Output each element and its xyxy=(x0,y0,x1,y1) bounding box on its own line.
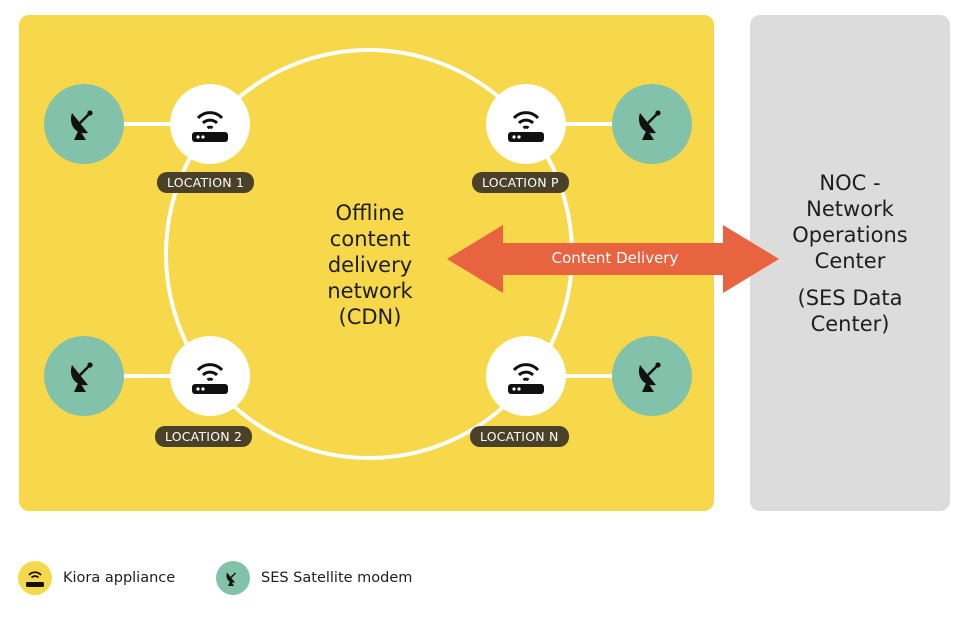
router-icon xyxy=(18,561,52,595)
content-delivery-label: Content Delivery xyxy=(551,249,679,267)
satellite-dish-icon xyxy=(70,362,93,392)
router-icon xyxy=(192,363,228,394)
location-label: LOCATION P xyxy=(472,172,569,193)
satellite-modem-location-n xyxy=(612,336,692,416)
satellite-dish-icon xyxy=(70,110,93,140)
kiora-appliance-location-1 xyxy=(170,84,250,164)
kiora-appliance-location-n xyxy=(486,336,566,416)
cdn-title: Offline content delivery network (CDN) xyxy=(327,201,413,329)
kiora-appliance-location-2 xyxy=(170,336,250,416)
router-icon xyxy=(192,111,228,142)
legend-item-modem: SES Satellite modem xyxy=(216,561,412,595)
location-label: LOCATION 1 xyxy=(157,172,255,193)
location-label: LOCATION 2 xyxy=(155,426,253,447)
noc-subtitle: (SES Data Center) xyxy=(797,286,903,336)
router-icon xyxy=(508,363,544,394)
noc-title: NOC - Network Operations Center xyxy=(792,171,908,273)
location-label: LOCATION N xyxy=(470,426,569,447)
kiora-appliance-location-p xyxy=(486,84,566,164)
satellite-dish-icon xyxy=(638,362,661,392)
noc-panel xyxy=(750,15,950,511)
legend-label: SES Satellite modem xyxy=(261,570,413,586)
satellite-dish-icon xyxy=(216,561,250,595)
satellite-modem-location-1 xyxy=(44,84,124,164)
content-delivery-arrow xyxy=(447,225,779,293)
satellite-modem-location-2 xyxy=(44,336,124,416)
satellite-modem-location-p xyxy=(612,84,692,164)
legend-label: Kiora appliance xyxy=(63,570,176,586)
router-icon xyxy=(508,111,544,142)
legend-item-appliance: Kiora appliance xyxy=(18,561,175,595)
satellite-dish-icon xyxy=(638,110,661,140)
